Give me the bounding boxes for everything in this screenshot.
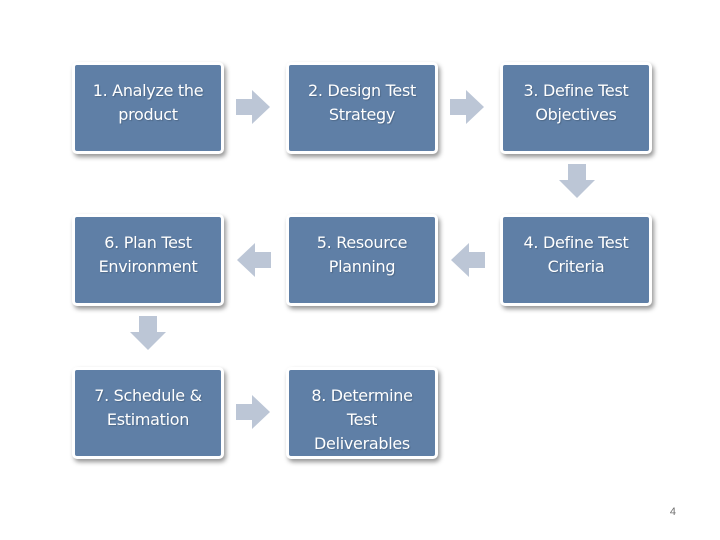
arrow-down-3-4-icon (559, 164, 595, 198)
step-3-label: 3. Define Test Objectives (523, 81, 629, 124)
step-8-box: 8. Determine Test Deliverables (286, 367, 438, 459)
step-4-box: 4. Define Test Criteria (500, 214, 652, 306)
arrow-left-5-6-icon (237, 243, 271, 277)
arrow-left-4-5-icon (451, 243, 485, 277)
page-number: 4 (669, 506, 676, 518)
step-8-label: 8. Determine Test Deliverables (311, 386, 413, 453)
step-7-box: 7. Schedule & Estimation (72, 367, 224, 459)
arrow-down-6-7-icon (130, 316, 166, 350)
step-5-label: 5. Resource Planning (316, 233, 408, 276)
step-5-box: 5. Resource Planning (286, 214, 438, 306)
step-4-label: 4. Define Test Criteria (523, 233, 629, 276)
step-7-label: 7. Schedule & Estimation (94, 386, 202, 429)
step-2-label: 2. Design Test Strategy (308, 81, 416, 124)
arrow-right-1-2-icon (236, 90, 270, 124)
step-6-label: 6. Plan Test Environment (98, 233, 198, 276)
step-2-box: 2. Design Test Strategy (286, 62, 438, 154)
arrow-right-7-8-icon (236, 395, 270, 429)
step-3-box: 3. Define Test Objectives (500, 62, 652, 154)
step-6-box: 6. Plan Test Environment (72, 214, 224, 306)
step-1-box: 1. Analyze the product (72, 62, 224, 154)
step-1-label: 1. Analyze the product (92, 81, 204, 124)
arrow-right-2-3-icon (450, 90, 484, 124)
